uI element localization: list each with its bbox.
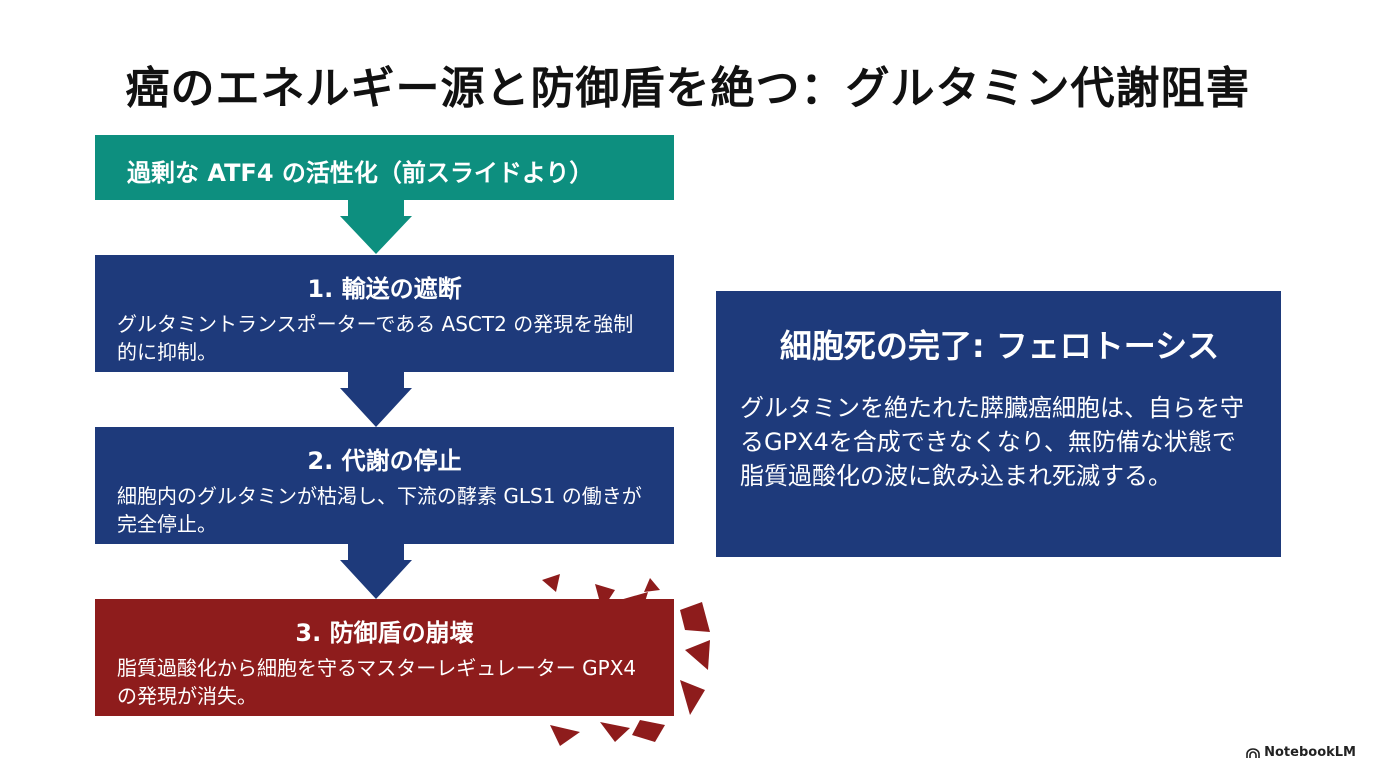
result-heading: 細胞死の完了: フェロトーシス (779, 327, 1220, 365)
step-heading: 3. 防御盾の崩壊 (295, 619, 474, 647)
slide-title: 癌のエネルギー源と防御盾を絶つ：グルタミン代謝阻害 (125, 63, 1251, 114)
step-3-box: 3. 防御盾の崩壊 脂質過酸化から細胞を守るマスターレギュレーター GPX4 の… (95, 599, 674, 716)
start-box: 過剰な ATF4 の活性化（前スライドより） (95, 135, 674, 200)
step-body: 脂質過酸化から細胞を守るマスターレギュレーター GPX4 の発現が消失。 (117, 656, 637, 708)
arrow-down-icon (340, 372, 412, 427)
step-1-box: 1. 輸送の遮断 グルタミントランスポーターである ASCT2 の発現を強制的に… (95, 255, 674, 372)
arrow-down-icon (340, 544, 412, 599)
step-body: 細胞内のグルタミンが枯渇し、下流の酵素 GLS1 の働きが完全停止。 (117, 484, 642, 536)
branding-label: NotebookLM (1264, 745, 1356, 760)
result-body: グルタミンを絶たれた膵臓癌細胞は、自らを守るGPX4を合成できなくなり、無防備な… (740, 394, 1244, 490)
step-heading: 1. 輸送の遮断 (307, 275, 462, 303)
step-2-box: 2. 代謝の停止 細胞内のグルタミンが枯渇し、下流の酵素 GLS1 の働きが完全… (95, 427, 674, 544)
arrow-down-icon (340, 200, 412, 254)
notebooklm-branding: NotebookLM (1246, 745, 1356, 760)
result-box: 細胞死の完了: フェロトーシス グルタミンを絶たれた膵臓癌細胞は、自らを守るGP… (716, 291, 1281, 557)
step-heading: 2. 代謝の停止 (307, 447, 462, 475)
step-body: グルタミントランスポーターである ASCT2 の発現を強制的に抑制。 (117, 312, 634, 364)
notebooklm-logo-icon (1246, 747, 1260, 758)
